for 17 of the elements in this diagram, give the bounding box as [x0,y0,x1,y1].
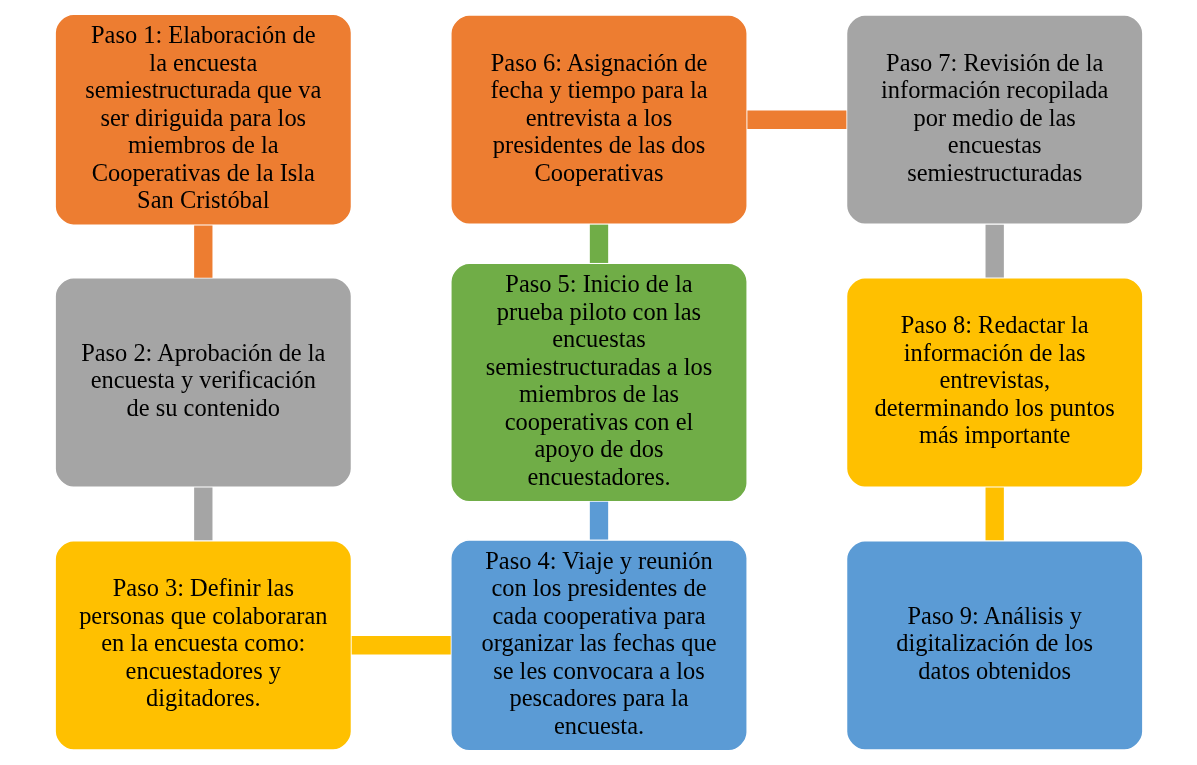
connector [746,110,846,129]
node-box: Paso 3: Definir las personas que colaboraran en la encuesta como: encuestadores y digitadores. [53,539,352,751]
node-box: Paso 6: Asignación de fecha y tiempo para la entrevista a los presidentes de las dos Cooperativas [449,14,748,226]
node-box: Paso 4: Viaje y reunión con los presidentes de cada cooperativa para organizar las fechas que se les convocara a los pescadores para la encuesta. [449,539,748,752]
node-box: Paso 5: Inicio de la prueba piloto con las encuestas semiestructuradas a los miembros de las cooperativas con el apoyo de dos encuestadores. [449,262,748,503]
node-box: Paso 9: Análisis y digitalización de los datos obtenidos [845,539,1144,751]
connector [589,224,608,263]
connector [193,487,212,541]
node-box: Paso 1: Elaboración de la encuesta semiestructurada que va ser diriguida para los miembros de la Cooperativas de la Isla San Cristóbal [53,13,352,226]
connector [985,224,1004,278]
connector [351,636,451,655]
connector [589,501,608,540]
connector [193,225,212,278]
connector [985,487,1004,541]
node-box: Paso 8: Redactar la información de las entrevistas, determinando los puntos más importante [845,277,1144,488]
node-box: Paso 7: Revisión de la información recopilada por medio de las encuestas semiestructuradas [845,14,1144,226]
node-box: Paso 2: Aprobación de la encuesta y verificación de su contenido [53,277,352,488]
